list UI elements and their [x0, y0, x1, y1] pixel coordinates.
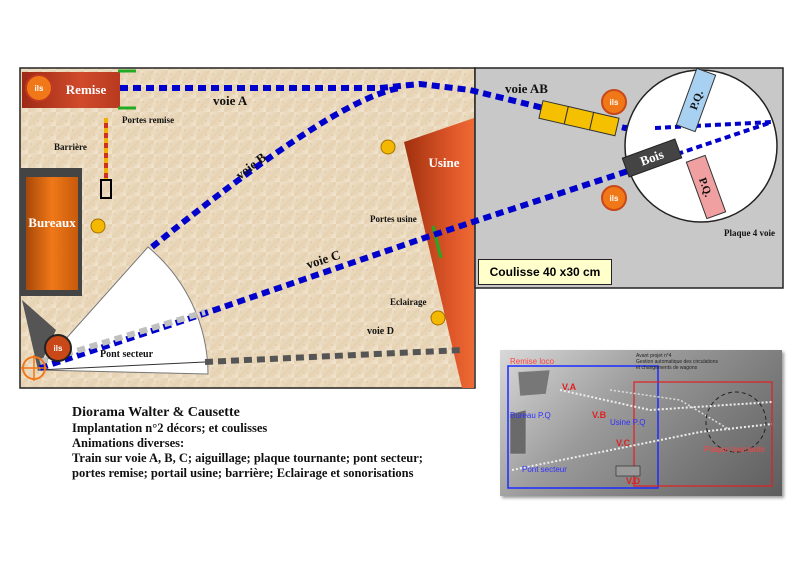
portes-usine-label: Portes usine: [370, 214, 417, 224]
photo-red-frame: [633, 381, 773, 487]
usine-label: Usine: [428, 155, 459, 170]
bois-wagon[interactable]: [621, 138, 683, 178]
photo-vd: V.D: [626, 476, 641, 486]
eclairage-label: Eclairage: [390, 297, 427, 307]
photo-va: V.A: [562, 382, 577, 392]
track-voie-d[interactable]: [204, 347, 463, 365]
ils-sensor-pont[interactable]: ils: [44, 334, 72, 362]
photo-vc: V.C: [616, 438, 631, 448]
photo-usine-pq: Usine P.Q: [610, 418, 645, 427]
coulisse-label: Coulisse 40 x30 cm: [478, 259, 612, 285]
lamp-1[interactable]: [380, 139, 396, 155]
portes-remise-label: Portes remise: [122, 115, 174, 125]
photo-turntable: [705, 391, 767, 453]
track-voie-b[interactable]: [150, 85, 401, 250]
svg-text:ils: ils: [35, 84, 44, 93]
caption-title: Diorama Walter & Causette: [72, 405, 240, 420]
photo-blue-frame: [507, 365, 659, 489]
portes-usine-door[interactable]: [431, 225, 443, 259]
pq-bottom-wagon[interactable]: [685, 154, 727, 220]
caption-line-2: Animations diverses:: [72, 436, 185, 450]
plaque-label: Plaque 4 voie: [724, 228, 775, 238]
ils-sensor-c[interactable]: ils: [601, 185, 627, 211]
caption-line-4: portes remise; portail usine; barrière; …: [72, 466, 414, 480]
photo-note-3: et changements de wagons: [636, 365, 698, 371]
caption-block: Diorama Walter & Causette Implantation n…: [72, 404, 492, 481]
barriere-label: Barrière: [54, 142, 87, 152]
photo-wagon: [615, 465, 641, 477]
photo-hatch-1: [517, 369, 551, 397]
svg-text:ils: ils: [610, 194, 619, 203]
bureaux-building[interactable]: [26, 177, 78, 290]
photo-bureau-pq: Bureau P.Q: [510, 411, 551, 420]
svg-text:ils: ils: [54, 344, 63, 353]
pont-pivot[interactable]: [21, 355, 47, 381]
voie-ab-label: voie AB: [505, 81, 548, 96]
svg-text:ils: ils: [610, 98, 619, 107]
voie-d-label: voie D: [367, 326, 394, 337]
bureaux-label: Bureaux: [28, 215, 76, 230]
pont-secteur-arm: [37, 361, 206, 371]
photo-track-3: [609, 389, 731, 431]
caption-line-3: Train sur voie A, B, C; aiguillage; plaq…: [72, 451, 423, 465]
ils-sensor-ab[interactable]: ils: [601, 89, 627, 115]
photo-remise-loco: Remise loco: [510, 357, 555, 366]
photo-vb: V.B: [592, 410, 607, 420]
lamp-3[interactable]: [430, 310, 446, 326]
photo-track-1: [511, 423, 773, 471]
remise-label: Remise: [66, 82, 107, 97]
photo-note-1: Avant projet n°4: [636, 353, 672, 359]
caption-line-1: Implantation n°2 décors; et coulisses: [72, 421, 268, 435]
photo-track-2: [559, 389, 773, 412]
photo-plaque-tournante: Plaque tournante: [704, 445, 765, 454]
pont-secteur-shadow: [22, 300, 56, 370]
pq-top-wagon[interactable]: [675, 67, 717, 133]
photo-pont-secteur: Pont secteur: [522, 465, 567, 474]
photo-hatch-2: [509, 409, 527, 455]
barriere-post: [100, 179, 112, 199]
lamp-2[interactable]: [90, 218, 106, 234]
pont-secteur-label: Pont secteur: [100, 349, 154, 360]
ils-sensor-remise[interactable]: ils: [25, 74, 53, 102]
voie-a-label: voie A: [213, 93, 248, 108]
photo-note-2: Gestion automatique des circulations: [636, 359, 718, 365]
reference-photo: Avant projet n°4 Gestion automatique des…: [500, 350, 782, 496]
reference-photo-drawing: Avant projet n°4 Gestion automatique des…: [507, 353, 773, 489]
wagon-3[interactable]: [589, 111, 620, 137]
